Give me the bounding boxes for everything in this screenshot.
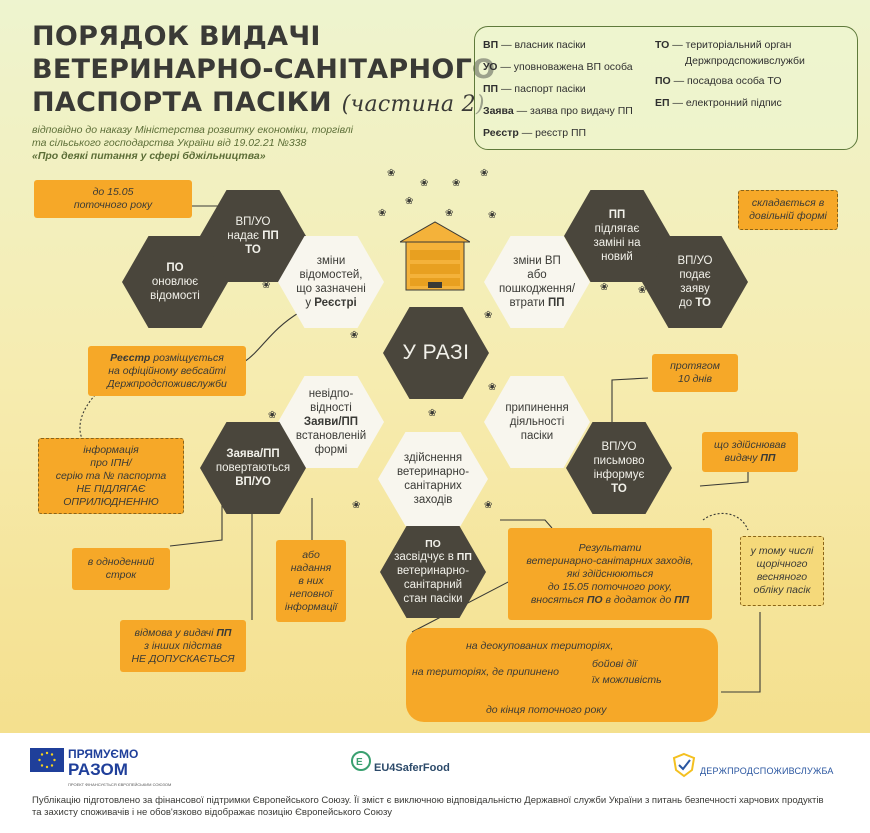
- legend-item: Заява — заява про видачу ПП: [483, 105, 633, 117]
- legend-item: УО — уповноважена ВП особа: [483, 61, 633, 73]
- eu-flag-icon: [30, 748, 64, 772]
- bee-icon: ❀: [452, 178, 461, 189]
- svg-text:E: E: [356, 757, 363, 768]
- bee-icon: ❀: [600, 282, 609, 293]
- bee-icon: ❀: [484, 500, 493, 511]
- bee-icon: ❀: [387, 168, 396, 179]
- bee-icon: ❀: [638, 285, 647, 296]
- eu4safefood-logo: EU4SaferFood: [374, 762, 450, 774]
- eu-razom-logo: ПРЯМУЄМО РАЗОМ ПРОЕКТ ФІНАНСУЄТЬСЯ ЄВРОП…: [68, 747, 172, 788]
- bee-icon: ❀: [268, 410, 277, 421]
- title-part: (частина 2): [341, 92, 485, 117]
- dps-logo: ДЕРЖПРОДСПОЖИВСЛУЖБА: [700, 766, 834, 776]
- bee-icon: ❀: [420, 178, 429, 189]
- legend-item: ВП — власник пасіки: [483, 39, 586, 51]
- footer: [0, 733, 870, 833]
- bee-icon: ❀: [262, 280, 271, 291]
- legend-item: Реєстр — реєстр ПП: [483, 127, 587, 139]
- subtitle: відповідно до наказу Міністерства розвит…: [32, 124, 353, 162]
- bee-icon: ❀: [352, 500, 361, 511]
- page-title: ПОРЯДОК ВИДАЧІ ВЕТЕРИНАРНО-САНІТАРНОГО П…: [32, 21, 496, 118]
- note-registry-site: Реєстр розміщується на офіційному вебсай…: [88, 346, 246, 396]
- legend-item: Держпродспоживслужби: [685, 55, 805, 67]
- bee-icon: ❀: [428, 408, 437, 419]
- footer-disclaimer: Публікацію підготовлено за фінансової пі…: [32, 795, 824, 818]
- legend-item: ПП — паспорт пасіки: [483, 83, 586, 95]
- bee-icon: ❀: [405, 196, 414, 207]
- bee-icon: ❀: [480, 168, 489, 179]
- legend-item: ТО — територіальний орган: [655, 39, 792, 51]
- bee-icon: ❀: [350, 330, 359, 341]
- bee-icon: ❀: [488, 210, 497, 221]
- eu4safefood-icon: E: [351, 751, 371, 771]
- legend-item: ПО — посадова особа ТО: [655, 75, 782, 87]
- legend-box: ВП — власник пасіки УО — уповноважена ВП…: [474, 26, 858, 150]
- bee-icon: ❀: [378, 208, 387, 219]
- dps-shield-icon: [672, 752, 696, 778]
- legend-item: ЕП — електронний підпис: [655, 97, 782, 109]
- note-territories: на деокупованих територіях, на територія…: [406, 628, 718, 722]
- bee-icon: ❀: [484, 310, 493, 321]
- bee-icon: ❀: [488, 382, 497, 393]
- beehive-icon: [400, 221, 470, 291]
- bee-icon: ❀: [445, 208, 454, 219]
